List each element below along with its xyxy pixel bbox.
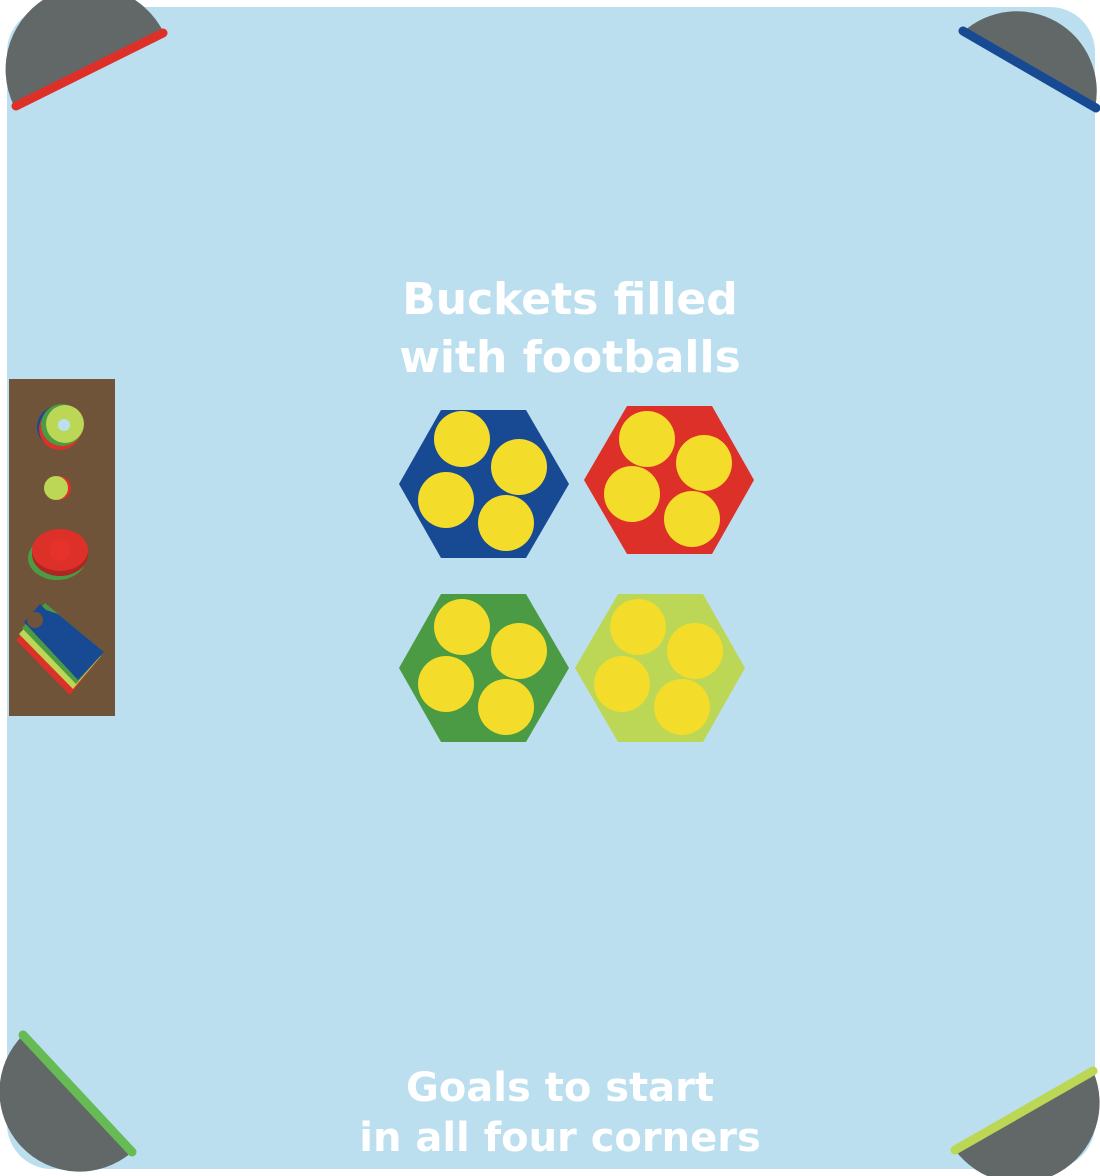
football [654, 679, 710, 735]
football [676, 435, 732, 491]
football [491, 439, 547, 495]
buckets-label-line2: with footballs [399, 332, 741, 383]
football [434, 599, 490, 655]
football [434, 411, 490, 467]
football [491, 623, 547, 679]
football [594, 656, 650, 712]
buckets-label-line1: Buckets filled [402, 274, 738, 325]
football [478, 679, 534, 735]
football [418, 656, 474, 712]
marker-disc-icon [44, 476, 71, 500]
football [604, 466, 660, 522]
football [619, 411, 675, 467]
football [667, 623, 723, 679]
football [478, 495, 534, 551]
pitch-area [4, 4, 1098, 1172]
goals-label-line2: in all four corners [359, 1115, 761, 1161]
football [610, 599, 666, 655]
football [664, 491, 720, 547]
football [418, 472, 474, 528]
goals-label-line1: Goals to start [406, 1065, 714, 1111]
equipment-box [9, 379, 115, 716]
